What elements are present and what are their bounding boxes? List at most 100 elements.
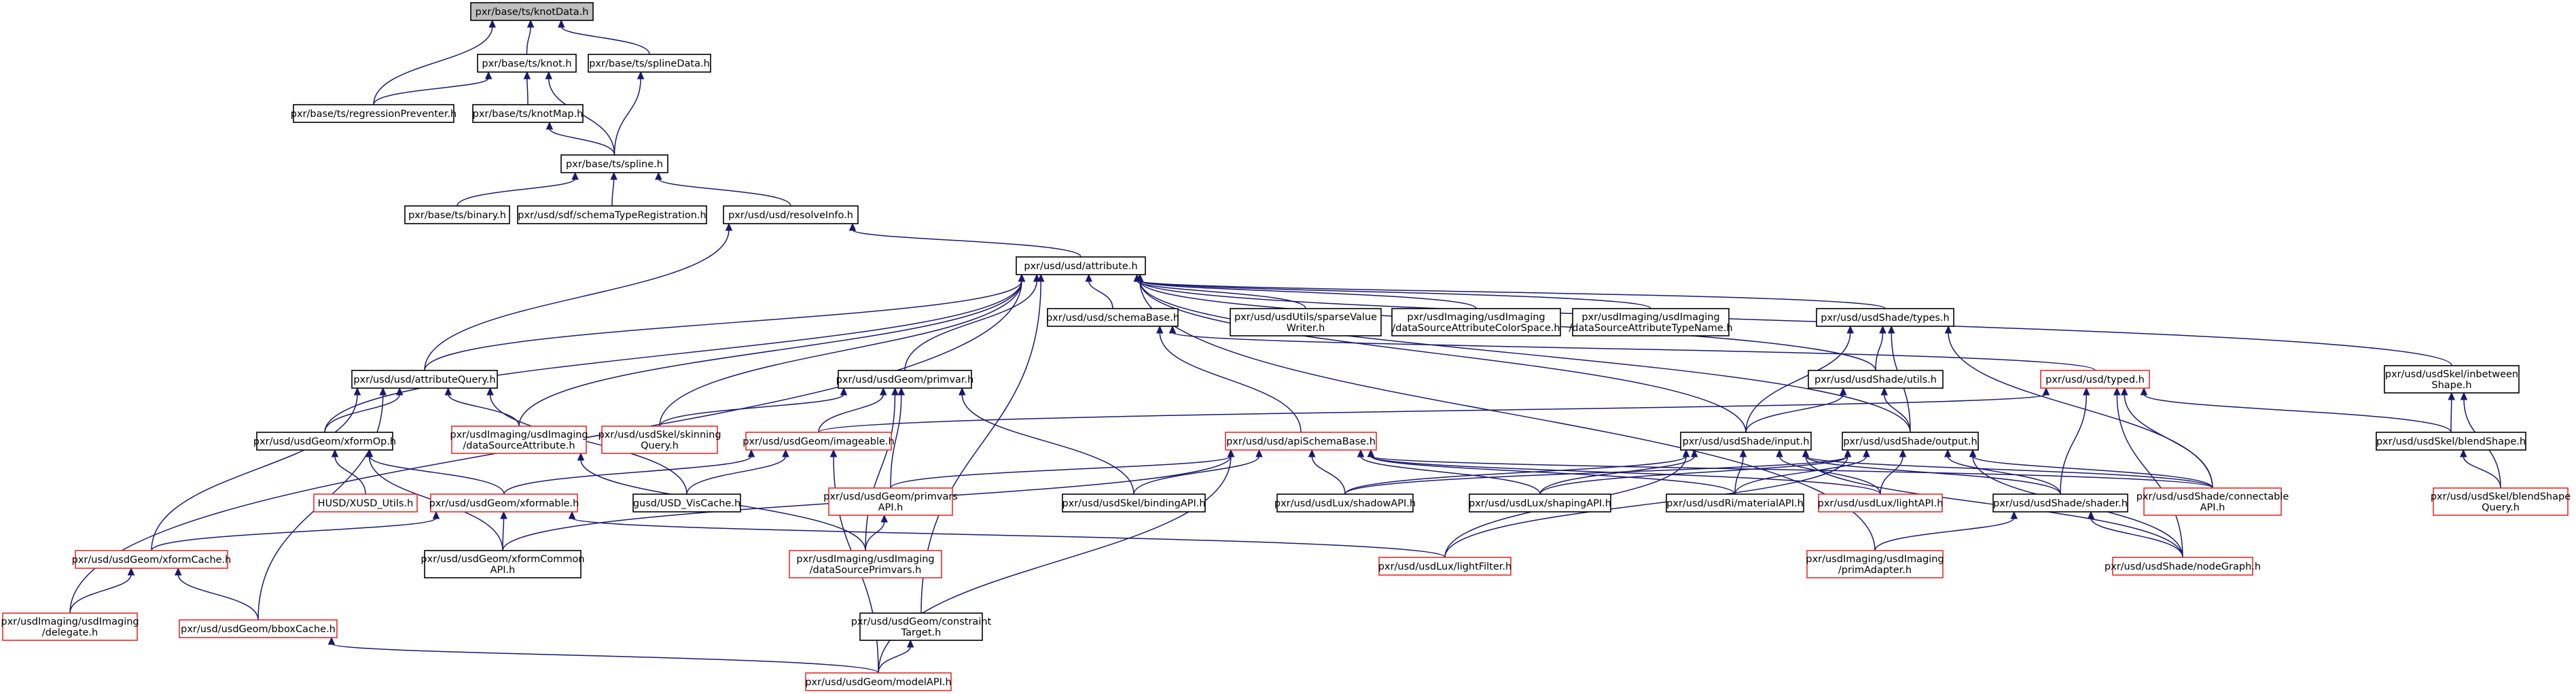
node-primAdapter[interactable]: pxr/usdImaging/usdImaging/primAdapter.h bbox=[1806, 550, 1944, 578]
edge-shapingAPI-to-shadeInput bbox=[1539, 449, 1698, 495]
edge-shadeUtils-to-shadeTypes bbox=[1875, 325, 1886, 371]
edge-bboxCache-to-xformCache bbox=[174, 567, 259, 621]
edge-dsPrimvars-to-primvarsAPI bbox=[865, 514, 889, 551]
node-attribute[interactable]: pxr/usd/usd/attribute.h bbox=[1016, 256, 1146, 275]
node-schemaTypeReg[interactable]: pxr/usd/sdf/schemaTypeRegistration.h bbox=[517, 205, 707, 224]
edge-knot-to-knotData bbox=[526, 19, 535, 55]
node-husdUtils[interactable]: HUSD/XUSD_Utils.h bbox=[313, 493, 418, 513]
edge-connectableAPI-to-shadeOutput bbox=[1969, 449, 2213, 489]
node-dsAttrColorSpace[interactable]: pxr/usdImaging/usdImaging/dataSourceAttr… bbox=[1391, 308, 1561, 336]
node-box bbox=[1680, 432, 1812, 451]
node-primvar[interactable]: pxr/usd/usdGeom/primvar.h bbox=[836, 370, 974, 389]
node-knot[interactable]: pxr/base/ts/knot.h bbox=[477, 54, 577, 73]
node-xformCache[interactable]: pxr/usd/usdGeom/xformCache.h bbox=[72, 550, 232, 569]
node-apiSchemaBase[interactable]: pxr/usd/usd/apiSchemaBase.h bbox=[1225, 432, 1377, 451]
node-label: pxr/usd/usdShade/nodeGraph.h bbox=[2105, 561, 2261, 572]
node-delegate[interactable]: pxr/usdImaging/usdImaging/delegate.h bbox=[1, 612, 139, 641]
edge-delegate-to-xformCache bbox=[69, 567, 135, 614]
node-binary[interactable]: pxr/base/ts/binary.h bbox=[404, 205, 510, 224]
node-shadeInput[interactable]: pxr/usd/usdShade/input.h bbox=[1680, 432, 1812, 451]
node-typed[interactable]: pxr/usd/usd/typed.h bbox=[2040, 370, 2150, 389]
edge-shadeInput-to-attribute bbox=[1136, 273, 1747, 433]
node-bindingAPI[interactable]: pxr/usd/usdSkel/bindingAPI.h bbox=[1062, 493, 1206, 513]
node-resolveInfo[interactable]: pxr/usd/usd/resolveInfo.h bbox=[723, 205, 859, 224]
node-knotMap[interactable]: pxr/base/ts/knotMap.h bbox=[472, 104, 584, 123]
node-modelAPI[interactable]: pxr/usd/usdGeom/modelAPI.h bbox=[805, 672, 952, 691]
node-label: pxr/usd/usdGeom/xformCache.h bbox=[72, 555, 232, 566]
edge-dsAttrColorSpace-to-attribute bbox=[1136, 273, 1477, 309]
node-knotData[interactable]: pxr/base/ts/knotData.h bbox=[470, 2, 594, 21]
edge-imageable-to-primvar bbox=[818, 387, 887, 433]
edge-xformOp-to-attribute bbox=[324, 273, 1026, 433]
node-label: pxr/usd/usdGeom/xformOp.h bbox=[253, 436, 396, 447]
node-lightFilter[interactable]: pxr/usd/usdLux/lightFilter.h bbox=[1378, 557, 1511, 576]
node-dsAttrTypeName[interactable]: pxr/usdImaging/usdImaging/dataSourceAttr… bbox=[1569, 308, 1733, 336]
node-box bbox=[1806, 550, 1944, 578]
node-dsPrimvars[interactable]: pxr/usdImaging/usdImaging/dataSourcePrim… bbox=[789, 550, 942, 578]
node-shadowAPI[interactable]: pxr/usd/usdLux/shadowAPI.h bbox=[1274, 493, 1416, 513]
edge-skinningQuery-to-attribute bbox=[659, 273, 1026, 427]
edge-spline-to-splineData bbox=[613, 71, 645, 156]
node-imageable[interactable]: pxr/usd/usdGeom/imageable.h bbox=[743, 432, 895, 451]
node-attributeQuery[interactable]: pxr/usd/usd/attributeQuery.h bbox=[351, 370, 498, 389]
node-box bbox=[1469, 493, 1611, 513]
node-shadeTypes[interactable]: pxr/usd/usdShade/types.h bbox=[1816, 308, 1954, 327]
node-splineData[interactable]: pxr/base/ts/splineData.h bbox=[588, 54, 711, 73]
node-label: /primAdapter.h bbox=[1838, 565, 1912, 576]
node-blendShape[interactable]: pxr/usd/usdSkel/blendShape.h bbox=[2376, 432, 2526, 451]
node-schemaBase[interactable]: pxr/usd/usd/schemaBase.h bbox=[1046, 308, 1179, 327]
node-materialAPI[interactable]: pxr/usd/usdRi/materialAPI.h bbox=[1666, 493, 1804, 513]
node-dsAttribute[interactable]: pxr/usdImaging/usdImaging/dataSourceAttr… bbox=[450, 426, 588, 454]
edge-xformable-to-imageable bbox=[503, 449, 755, 495]
edge-imageable-to-typed bbox=[818, 387, 2050, 433]
node-label: pxr/usd/usd/attributeQuery.h bbox=[353, 375, 495, 385]
node-nodeGraph[interactable]: pxr/usd/usdShade/nodeGraph.h bbox=[2105, 557, 2261, 576]
node-spline[interactable]: pxr/base/ts/spline.h bbox=[560, 154, 668, 173]
node-label: pxr/usd/usdGeom/imageable.h bbox=[743, 436, 894, 447]
node-box bbox=[2433, 487, 2569, 516]
node-xformOp[interactable]: pxr/usd/usdGeom/xformOp.h bbox=[253, 432, 396, 451]
node-shader[interactable]: pxr/usd/usdShade/shader.h bbox=[1992, 493, 2128, 513]
edge-xformCommonAPI-to-xformable bbox=[500, 510, 507, 551]
edge-materialAPI-to-shadeOutput bbox=[1734, 449, 1870, 495]
node-label: pxr/usdImaging/usdImaging bbox=[1407, 312, 1545, 323]
edge-shadeTypes-to-attribute bbox=[1136, 273, 1886, 309]
node-box bbox=[256, 432, 393, 451]
edge-xformCache-to-attributeQuery bbox=[151, 387, 361, 551]
node-box bbox=[472, 104, 584, 123]
node-regression[interactable]: pxr/base/ts/regressionPreventer.h bbox=[291, 104, 457, 123]
node-box bbox=[601, 426, 718, 454]
node-shadeUtils[interactable]: pxr/usd/usdShade/utils.h bbox=[1808, 370, 1944, 389]
edge-connectableAPI-to-apiSchemaBase bbox=[1367, 449, 2213, 489]
edge-attributeQuery-to-attribute bbox=[424, 273, 1026, 371]
node-shapingAPI[interactable]: pxr/usd/usdLux/shapingAPI.h bbox=[1469, 493, 1611, 513]
node-label: pxr/base/ts/knot.h bbox=[482, 58, 571, 69]
node-lightAPI[interactable]: pxr/usd/usdLux/lightAPI.h bbox=[1818, 493, 1944, 513]
node-label: pxr/base/ts/binary.h bbox=[408, 210, 506, 221]
node-label: pxr/usd/usdShade/input.h bbox=[1683, 436, 1810, 447]
node-usdVisCache[interactable]: gusd/USD_VisCache.h bbox=[632, 493, 741, 513]
edge-dsPrimvars-to-primvar bbox=[865, 387, 899, 551]
node-label: Target.h bbox=[901, 627, 942, 638]
node-bboxCache[interactable]: pxr/usd/usdGeom/bboxCache.h bbox=[179, 619, 338, 638]
node-label: pxr/usd/usdLux/lightAPI.h bbox=[1818, 498, 1944, 509]
edge-shader-to-shadeOutput bbox=[1944, 449, 2061, 495]
node-label: Writer.h bbox=[1287, 323, 1325, 334]
node-shadeOutput[interactable]: pxr/usd/usdShade/output.h bbox=[1842, 432, 1979, 451]
node-xformable[interactable]: pxr/usd/usdGeom/xformable.h bbox=[429, 493, 579, 513]
node-label: pxr/usd/usd/resolveInfo.h bbox=[728, 210, 853, 221]
node-label: pxr/usd/usdUtils/sparseValue bbox=[1234, 312, 1377, 323]
edge-primAdapter-to-shader bbox=[1874, 510, 2018, 551]
edge-attribute-to-resolveInfo bbox=[848, 222, 1081, 258]
edge-nodeGraph-to-typed bbox=[2113, 387, 2183, 558]
node-box bbox=[1818, 493, 1943, 513]
